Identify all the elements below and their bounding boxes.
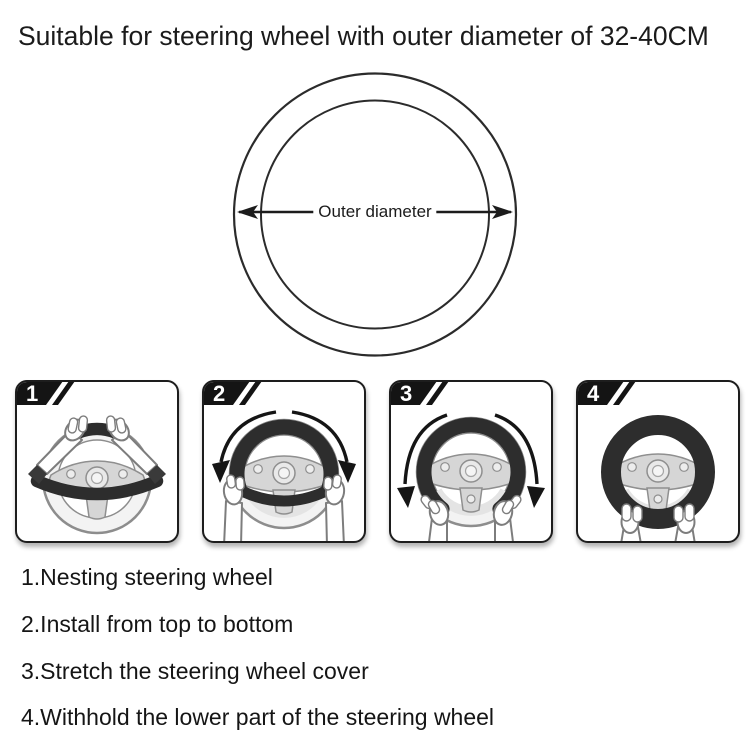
instruction-item-2: 2.Install from top to bottom: [21, 611, 294, 637]
step-number-tab: [204, 382, 262, 405]
instruction-item-3: 3.Stretch the steering wheel cover: [21, 658, 369, 684]
cover: [416, 417, 526, 517]
right-arrow-head: [527, 486, 545, 508]
left-arrow-head: [212, 460, 230, 483]
cover: [229, 419, 339, 496]
cover: [601, 415, 715, 529]
step-number-tab: [391, 382, 449, 405]
step1-illustration: [28, 415, 166, 535]
right-arm: [325, 500, 345, 541]
left-arrow: [403, 413, 448, 485]
arrow-right-head: [492, 205, 513, 219]
right-finger-2: [501, 499, 515, 515]
left-finger-1: [67, 417, 79, 434]
right-arrow: [494, 413, 539, 485]
right-finger-2: [323, 476, 333, 491]
step-number: 4: [587, 381, 600, 406]
step-number: 3: [400, 381, 413, 406]
step3-illustration: [397, 413, 545, 541]
step-number-tab: [578, 382, 636, 405]
right-finger-1: [115, 417, 127, 434]
step2-illustration: [212, 410, 356, 541]
arrow-left-head: [237, 205, 258, 219]
cover-band: [30, 474, 164, 501]
right-finger-2: [105, 415, 117, 433]
left-finger-2: [235, 476, 245, 491]
step-number: 1: [26, 381, 39, 406]
outer-diameter-label: Outer diameter: [313, 202, 437, 222]
left-finger-1: [226, 474, 237, 489]
step-number: 2: [213, 381, 226, 406]
outer-diameter-diagram: Outer diameter: [225, 65, 525, 365]
cover-lower-band: [238, 486, 330, 507]
instruction-item-4: 4.Withhold the lower part of the steerin…: [21, 704, 495, 730]
right-finger-1: [331, 474, 342, 489]
left-arrow: [219, 410, 277, 463]
left-arrow-head: [397, 486, 415, 508]
left-finger-2: [77, 415, 89, 433]
step4-illustration: [601, 415, 715, 541]
page-title: Suitable for steering wheel with outer d…: [18, 21, 709, 51]
right-finger-2: [673, 505, 684, 523]
left-arm: [223, 500, 243, 541]
step-panel-4: 4: [576, 380, 740, 543]
right-sleeve: [147, 465, 166, 484]
right-arrow-head: [338, 460, 356, 483]
left-finger-1: [621, 503, 632, 522]
step-panel-1: 1: [15, 380, 179, 543]
step-panel-2: 2: [202, 380, 366, 543]
left-finger-2: [632, 505, 643, 523]
right-arrow: [291, 410, 349, 463]
left-sleeve: [28, 465, 47, 484]
left-finger-2: [427, 499, 441, 515]
step-panel-3: 3: [389, 380, 553, 543]
instruction-item-1: 1.Nesting steering wheel: [21, 564, 273, 590]
right-finger-1: [684, 503, 695, 522]
step-number-tab: [17, 382, 75, 405]
